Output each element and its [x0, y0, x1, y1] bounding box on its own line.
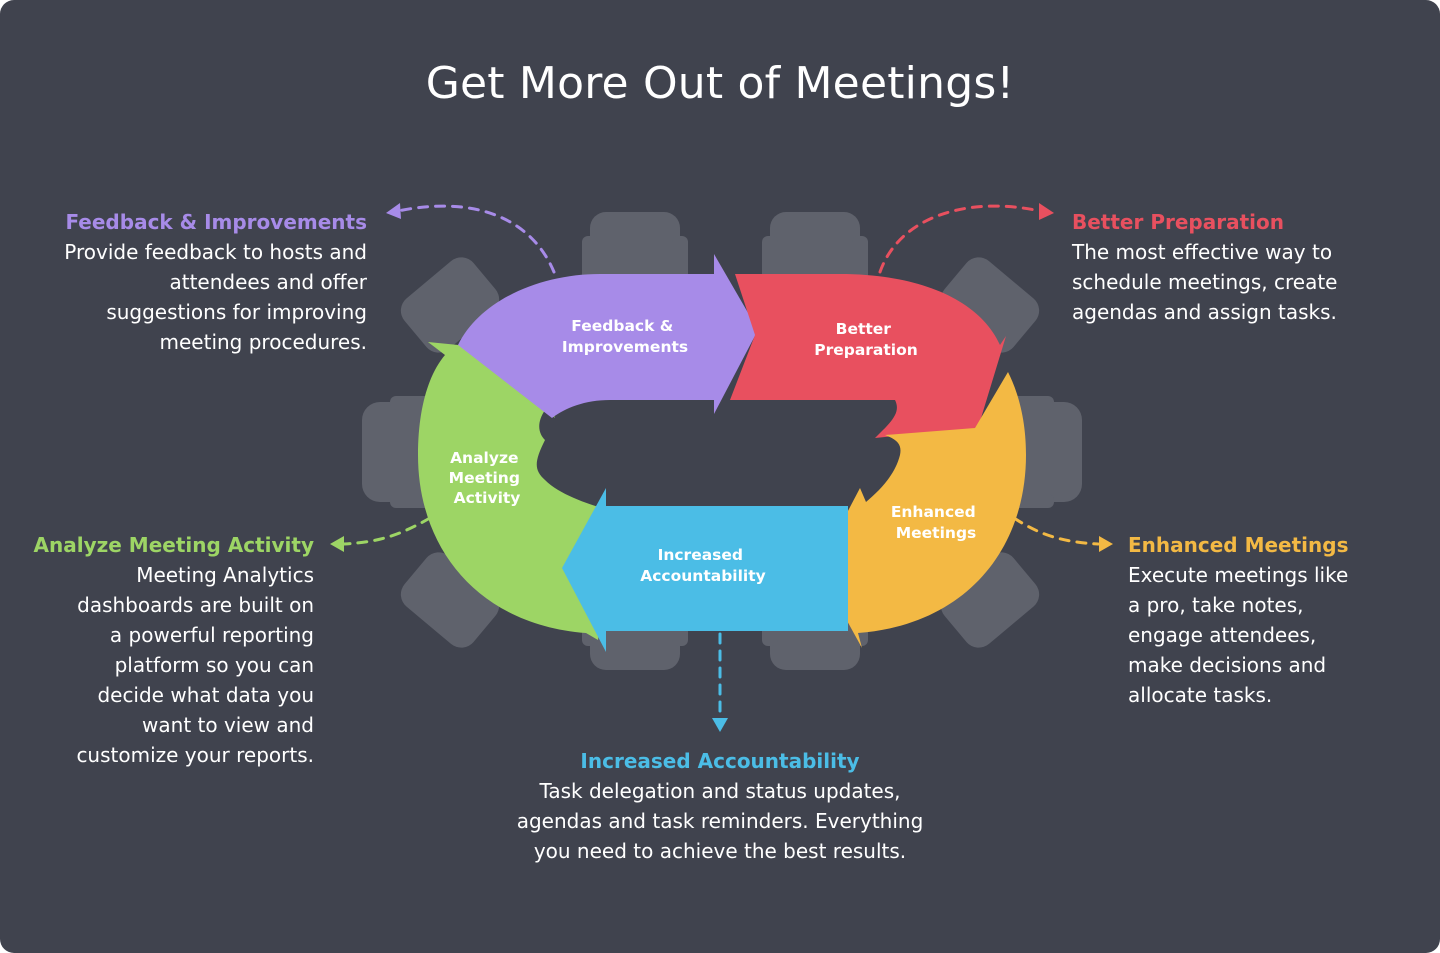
arrowhead-enhanced: [1099, 536, 1113, 552]
connector-preparation: [880, 206, 1040, 272]
enhanced-heading: Enhanced Meetings: [1128, 530, 1388, 560]
accountability-description: Task delegation and status updates, agen…: [470, 776, 970, 866]
feedback-description: Provide feedback to hosts and attendees …: [40, 237, 367, 357]
connector-enhanced: [1014, 518, 1098, 544]
preparation-heading: Better Preparation: [1072, 207, 1402, 237]
analyze-block: Analyze Meeting Activity Meeting Analyti…: [30, 530, 314, 770]
feedback-heading: Feedback & Improvements: [40, 207, 367, 237]
enhanced-block: Enhanced Meetings Execute meetings like …: [1128, 530, 1388, 710]
analyze-description: Meeting Analytics dashboards are built o…: [30, 560, 314, 770]
connector-feedback: [398, 206, 554, 272]
preparation-block: Better Preparation The most effective wa…: [1072, 207, 1402, 327]
connector-analyze: [344, 518, 430, 544]
segment-label-analyze: Analyze Meeting Activity: [449, 449, 526, 507]
accountability-block: Increased Accountability Task delegation…: [470, 746, 970, 866]
arrowhead-feedback: [386, 203, 401, 219]
enhanced-description: Execute meetings like a pro, take notes,…: [1128, 560, 1388, 710]
arrowhead-accountability: [712, 718, 728, 732]
arrowhead-analyze: [330, 536, 344, 552]
arrowhead-preparation: [1039, 203, 1054, 220]
preparation-description: The most effective way to schedule meeti…: [1072, 237, 1402, 327]
feedback-block: Feedback & Improvements Provide feedback…: [40, 207, 367, 357]
accountability-heading: Increased Accountability: [470, 746, 970, 776]
analyze-heading: Analyze Meeting Activity: [30, 530, 314, 560]
